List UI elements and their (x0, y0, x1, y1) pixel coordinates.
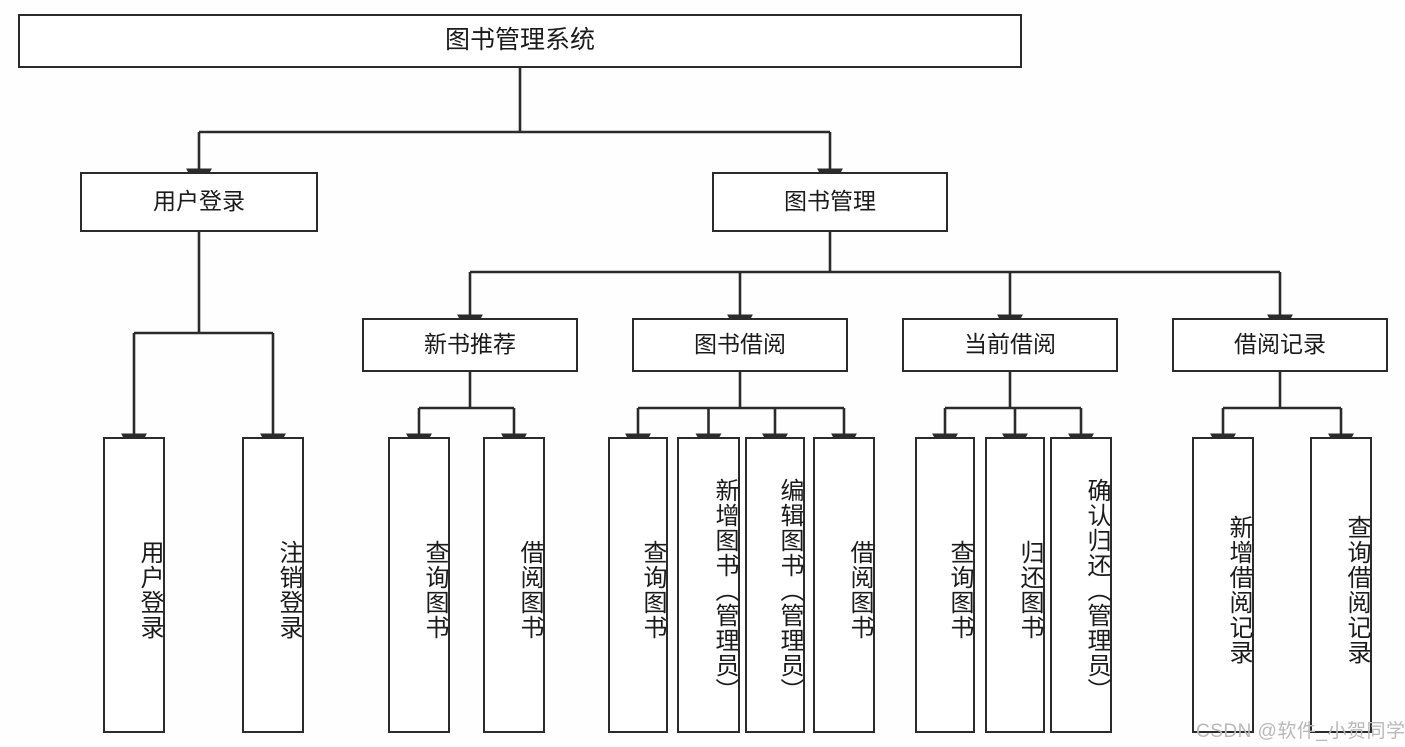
node-label: 查询图书 (639, 540, 666, 640)
node-label: 图书借阅 (694, 331, 786, 358)
node-leaf_user_logout[interactable]: 注销登录 (242, 437, 304, 733)
node-label: 归还图书 (1016, 540, 1043, 640)
node-label: 用户登录 (153, 188, 245, 215)
node-label: 图书管理 (784, 188, 876, 215)
node-book_borrow[interactable]: 图书借阅 (632, 318, 848, 372)
node-book_manage[interactable]: 图书管理 (712, 172, 948, 232)
node-label: 确认归还（管理员） (1083, 477, 1110, 703)
node-label: 查询图书 (421, 540, 448, 640)
node-label: 图书管理系统 (444, 26, 595, 55)
node-leaf_add_book[interactable]: 新增图书（管理员） (677, 437, 740, 733)
node-label: 新增借阅记录 (1225, 515, 1252, 665)
node-label: 借阅记录 (1234, 331, 1326, 358)
node-label: 查询借阅记录 (1343, 515, 1370, 665)
node-leaf_user_login[interactable]: 用户登录 (103, 437, 165, 733)
node-new_book_rec[interactable]: 新书推荐 (362, 318, 578, 372)
csdn-watermark: CSDN @软件_小贺同学 (1196, 721, 1405, 742)
node-loan_record[interactable]: 借阅记录 (1172, 318, 1388, 372)
node-label: 注销登录 (275, 540, 302, 640)
node-leaf_borrow_book_2[interactable]: 借阅图书 (813, 437, 875, 733)
node-label: 借阅图书 (846, 540, 873, 640)
node-leaf_query_book_1[interactable]: 查询图书 (388, 437, 450, 733)
node-label: 借阅图书 (516, 540, 543, 640)
node-leaf_return_book[interactable]: 归还图书 (985, 437, 1045, 733)
node-current_loan[interactable]: 当前借阅 (902, 318, 1118, 372)
node-label: 新书推荐 (424, 331, 516, 358)
node-label: 编辑图书（管理员） (776, 477, 803, 703)
node-label: 查询图书 (946, 540, 973, 640)
node-leaf_query_book_3[interactable]: 查询图书 (915, 437, 975, 733)
node-leaf_edit_book[interactable]: 编辑图书（管理员） (745, 437, 805, 733)
node-leaf_borrow_book_1[interactable]: 借阅图书 (483, 437, 545, 733)
node-leaf_query_record[interactable]: 查询借阅记录 (1310, 437, 1372, 733)
node-leaf_add_record[interactable]: 新增借阅记录 (1192, 437, 1254, 733)
node-leaf_confirm_ret[interactable]: 确认归还（管理员） (1050, 437, 1112, 733)
node-leaf_query_book_2[interactable]: 查询图书 (608, 437, 668, 733)
node-label: 新增图书（管理员） (711, 477, 738, 703)
node-user_login[interactable]: 用户登录 (80, 172, 318, 232)
node-root[interactable]: 图书管理系统 (18, 14, 1022, 68)
node-label: 用户登录 (136, 540, 163, 640)
node-label: 当前借阅 (964, 331, 1056, 358)
